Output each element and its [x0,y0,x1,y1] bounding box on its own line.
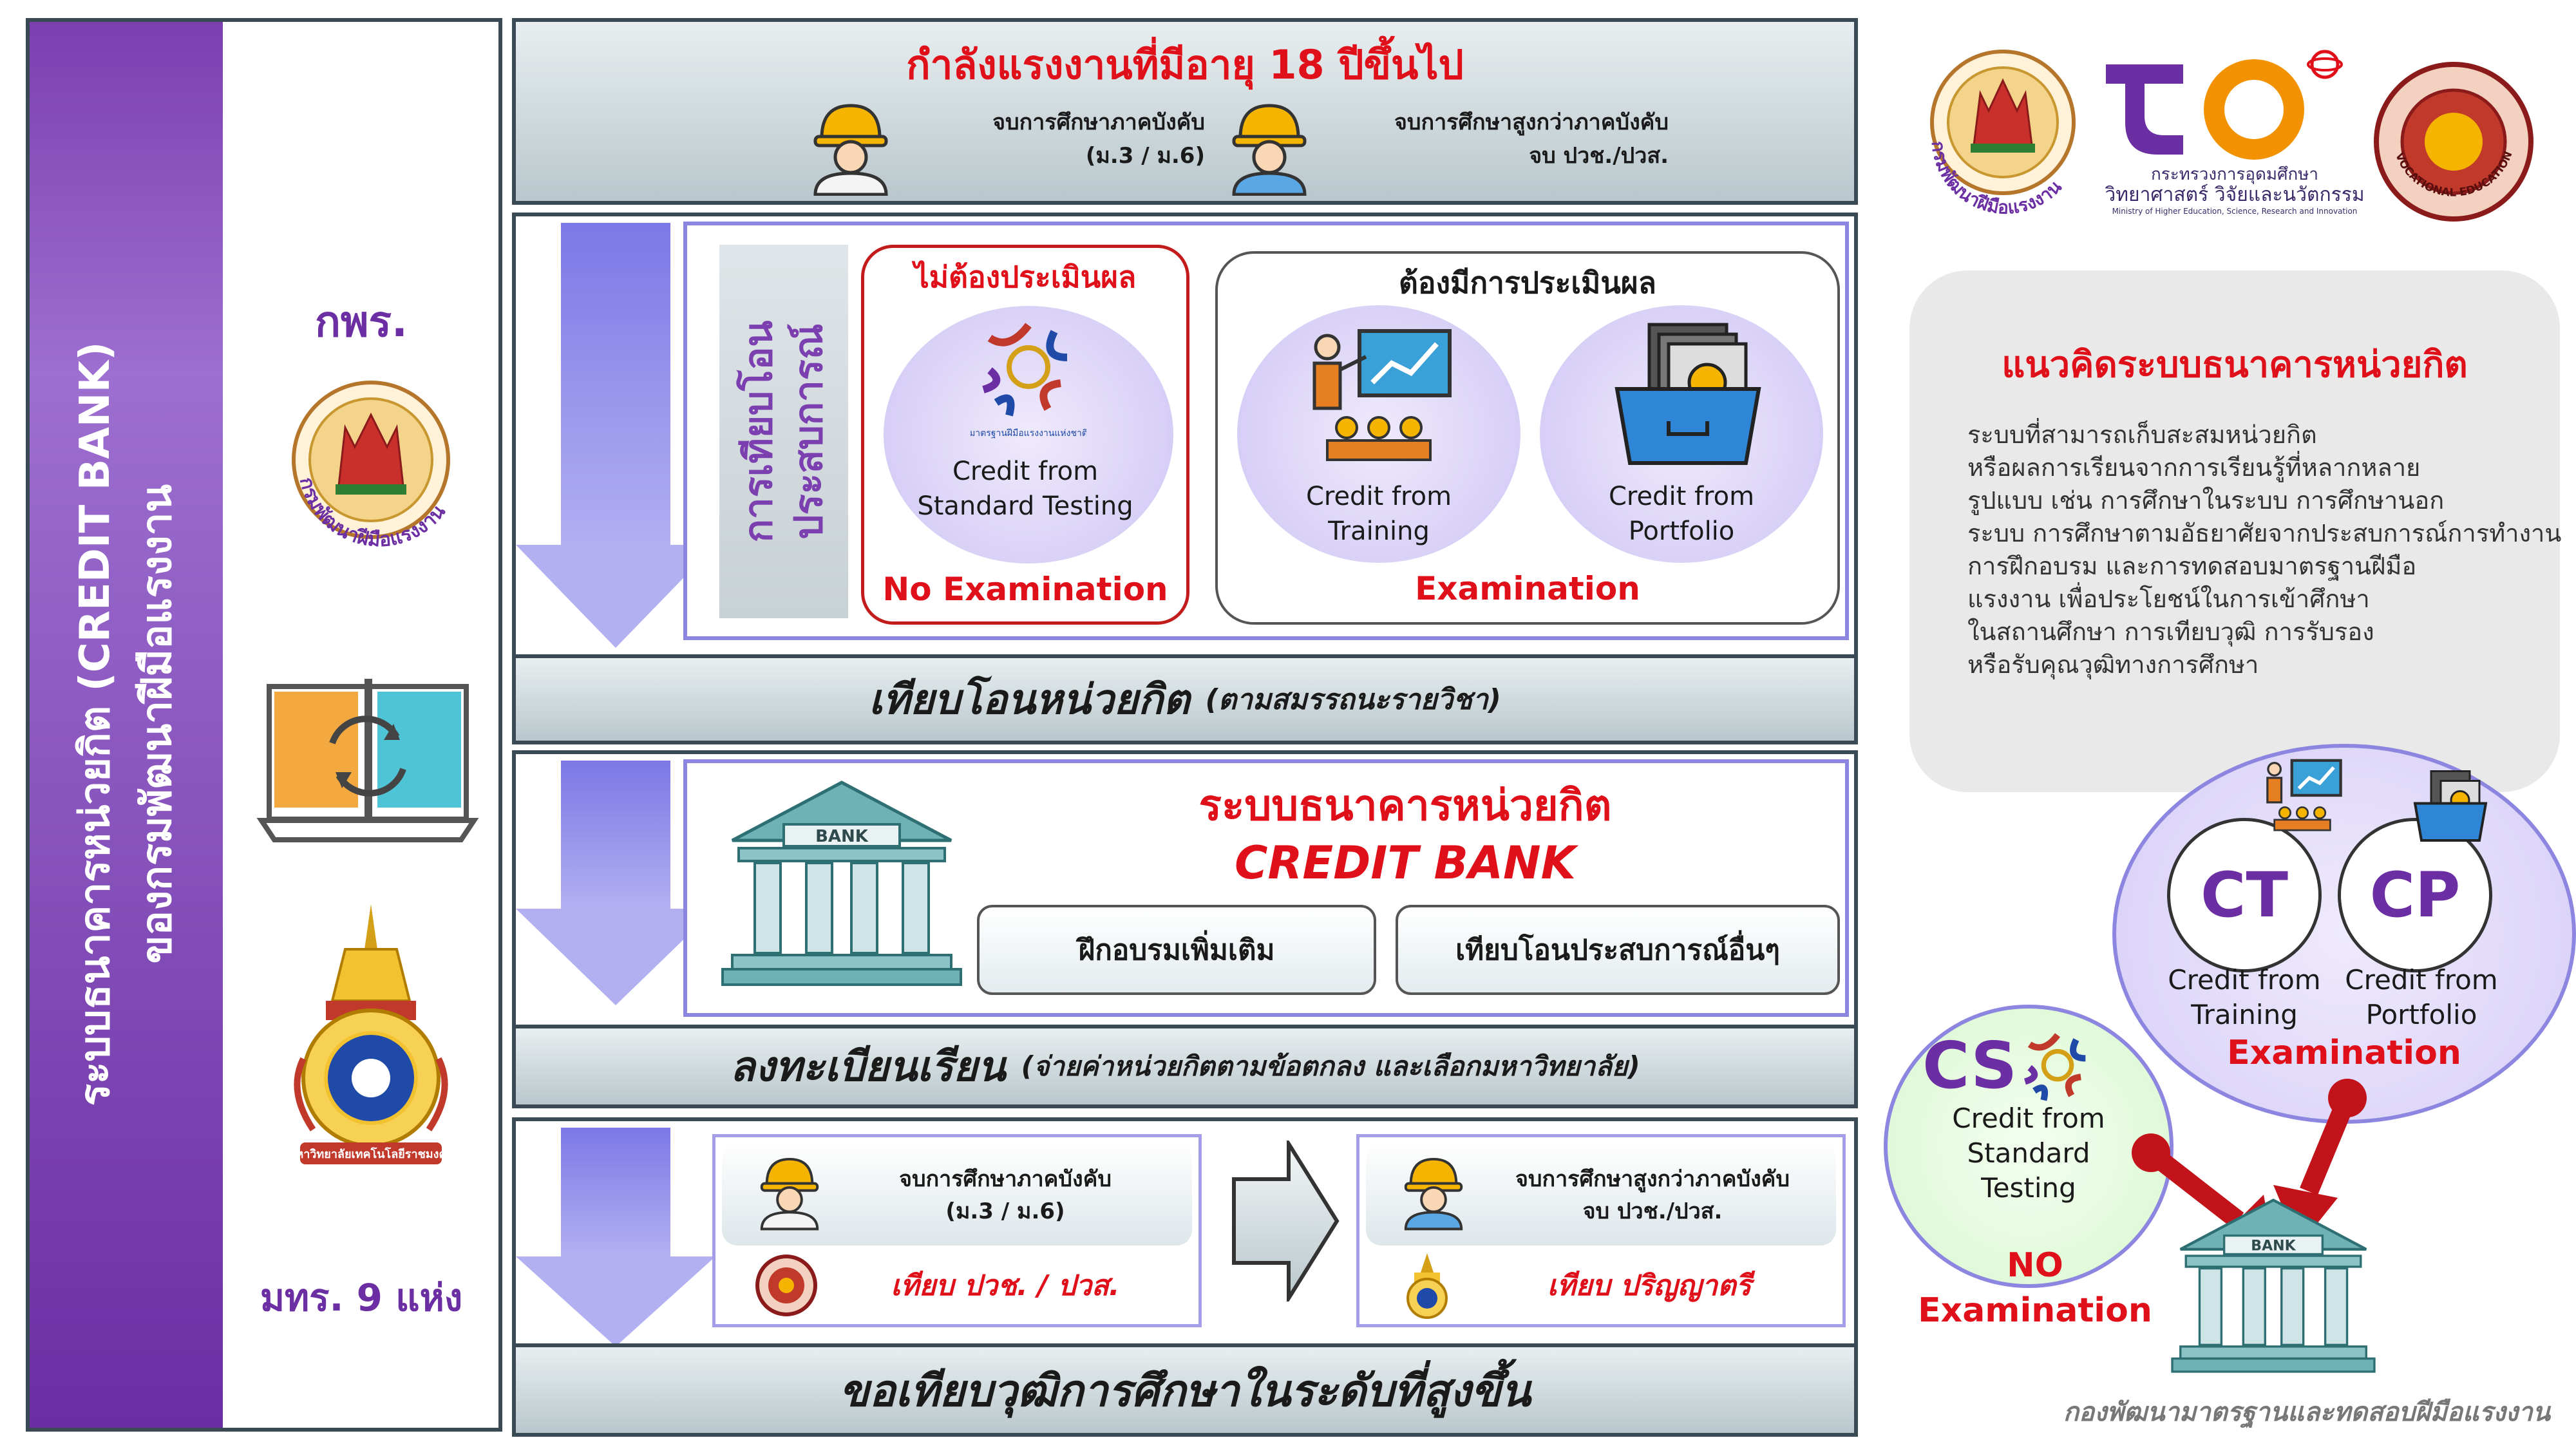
bank-building-icon: BANK [721,781,962,986]
qualification-band: ขอเทียบวุฒิการศึกษาในระดับที่สูงขึ้น [512,1343,1858,1437]
credit-transfer-title: เทียบโอนหน่วยกิต [869,676,1190,724]
credit-training-label: Credit from Training [1305,482,1452,546]
credit-bank-title-en: CREDIT BANK [1235,837,1576,889]
concept-line: แรงงาน เพื่อประโยชน์ในการเข้าศึกษา [1967,585,2370,613]
worker2-text: จบการศึกษาสูงกว่าภาคบังคับ จบ ปวช./ปวส. [1394,109,1669,169]
cs-standard-logo [2023,1033,2086,1101]
additional-training-pill: ฝึกอบรมเพิ่มเติม [977,905,1376,995]
qualification-title: ขอเทียบวุฒิการศึกษาในระดับที่สูงขึ้น [839,1365,1531,1417]
registration-band: ลงทะเบียนเรียน (จ่ายค่าหน่วยกิตตามข้อตกล… [512,1025,1858,1108]
compulsory-education-box: จบการศึกษาภาคบังคับ (ม.3 / ม.6) เทียบ ปว… [712,1134,1202,1327]
section3-down-arrow-icon [516,1256,715,1347]
left-panel: ระบบธนาคารหน่วยกิต (CREDIT BANK) ของกรมพ… [26,18,502,1432]
diagram-examination-label: Examination [2227,1034,2461,1072]
assessment-box: ต้องมีการประเมินผล [1215,251,1840,625]
section1-arrow-shaft [561,223,670,551]
portfolio-folder-icon [1615,323,1761,465]
ct-training-icon [2266,759,2342,831]
cs-label: Credit from Standard Testing [1952,1103,2105,1204]
compulsory-education-text: จบการศึกษาภาคบังคับ (ม.3 / ม.6) [899,1166,1112,1224]
registration-subtitle: (จ่ายค่าหน่วยกิตตามข้อตกลง และเลือกมหาวิ… [1021,1050,1640,1082]
equiv-vocational-label: เทียบ ปวช. / ปวส. [891,1269,1120,1302]
assessment-title: ต้องมีการประเมินผล [1399,265,1656,300]
laptop-sync-icon [256,679,479,842]
svg-text:มหาวิทยาลัยเทคโนโลยีราชมงคล: มหาวิทยาลัยเทคโนโลยีราชมงคล [288,1147,453,1161]
rmut-label: มทร. 9 แห่ง [260,1275,463,1320]
experience-transfer-label-box: การเทียบโอน ประสบการณ์ [719,245,848,618]
concept-body: ระบบที่สามารถเก็บสะสมหน่วยกิตหรือผลการเร… [1967,419,2562,681]
header-band: กำลังแรงงานที่มีอายุ 18 ปีขึ้นไป จบการศึ… [512,18,1858,205]
left-vertical-title: ระบบธนาคารหน่วยกิต (CREDIT BANK) ของกรมพ… [71,341,181,1106]
credit-transfer-band: เทียบโอนหน่วยกิต (ตามสมรรถนะรายวิชา) [512,654,1858,744]
credit-portfolio-label: Credit from Portfolio [1608,482,1755,546]
training-presentation-icon [1312,329,1452,461]
diagram-no-examination-label: NO Examination [1918,1246,2152,1330]
concept-line: รูปแบบ เช่น การศึกษาในระบบ การศึกษานอก [1967,486,2445,515]
footer-text: กองพัฒนามาตรฐานและทดสอบฝีมือแรงงาน [2063,1397,2550,1427]
svg-text:BANK: BANK [815,827,869,846]
worker-yellow-helmet-icon [813,104,888,196]
credit-bank-title-th: ระบบธนาคารหน่วยกิต [1198,780,1612,830]
worker-blue-shirt-icon-small [1404,1157,1463,1231]
small-bank-building-icon: BANK [2171,1198,2376,1373]
dsd-seal-logo: กรมพัฒนาฝีมือแรงงาน [292,381,450,551]
cp-label: Credit from Portfolio [2345,964,2498,1030]
section2-down-arrow-icon [516,909,715,1005]
credit-standard-testing-label: Credit from Standard Testing [917,457,1133,521]
header-title: กำลังแรงงานที่มีอายุ 18 ปีขึ้นไป [906,41,1464,88]
examination-label: Examination [1415,570,1640,607]
concept-line: หรือรับคุณวุฒิทางการศึกษา [1967,650,2259,679]
higher-education-text: จบการศึกษาสูงกว่าภาคบังคับ จบ ปวช./ปวส. [1515,1166,1790,1224]
no-assessment-title: ไม่ต้องประเมินผล [914,259,1137,294]
mhesi-text: กระทรวงการอุดมศึกษา วิทยาศาสตร์ วิจัยและ… [2105,165,2365,216]
registration-title: ลงทะเบียนเรียน [730,1043,1006,1091]
mhesi-logo [2106,50,2343,160]
svg-text:BANK: BANK [2251,1238,2296,1255]
section3-arrow-shaft [561,1128,670,1256]
cp-portfolio-icon [2413,770,2488,842]
dsd-logo-top: กรมพัฒนาฝีมือแรงงาน [1927,50,2076,218]
equiv-bachelor-label: เทียบ ปริญญาตรี [1547,1269,1752,1302]
no-examination-label: No Examination [882,571,1168,608]
concept-line: หรือผลการเรียนจากการเรียนรู้ที่หลากหลาย [1967,453,2421,482]
left-title-strip: ระบบธนาคารหน่วยกิต (CREDIT BANK) ของกรมพ… [30,22,223,1428]
cs-badge: CS [1922,1028,2018,1103]
credit-transfer-subtitle: (ตามสมรรถนะรายวิชา) [1205,683,1501,716]
section2-panel: BANK ระบบธนาคารหน่วยกิต CREDIT BANK ฝึกอ… [512,750,1858,1108]
standard-testing-logo: มาตรฐานฝีมือแรงงานแห่งชาติ [971,323,1086,439]
section2-inner-box: BANK ระบบธนาคารหน่วยกิต CREDIT BANK ฝึกอ… [683,759,1849,1017]
rmut-seal-logo: มหาวิทยาลัยเทคโนโลยีราชมงคล [288,904,454,1164]
rmut-seal-small-icon [1406,1253,1448,1319]
ct-label: Credit from Training [2168,964,2321,1030]
concept-line: การฝึกอบรม และการทดสอบมาตรฐานฝีมือ [1967,552,2417,580]
concept-line: ระบบที่สามารถเก็บสะสมหน่วยกิต [1967,421,2317,449]
section1-down-arrow-icon [516,545,715,648]
section1-inner-box: การเทียบโอน ประสบการณ์ ไม่ต้องประเมินผล … [683,222,1849,640]
concept-box: แนวคิดระบบธนาคารหน่วยกิต ระบบที่สามารถเก… [1909,270,2562,792]
right-arrow-icon [1232,1141,1340,1302]
section1-panel: การเทียบโอน ประสบการณ์ ไม่ต้องประเมินผล … [512,213,1858,744]
cs-circle [1884,1005,2174,1288]
ovec-seal-small-icon [755,1255,817,1316]
concept-title: แนวคิดระบบธนาคารหน่วยกิต [2002,343,2468,386]
ct-badge: CT [2167,818,2322,972]
dsd-abbr: กพร. [315,296,408,346]
cp-badge: CP [2338,818,2492,972]
concept-line: ในสถานศึกษา การเทียบวุฒิ การรับรอง [1967,618,2374,646]
experience-transfer-label: การเทียบโอน ประสบการณ์ [736,320,831,543]
no-assessment-box: ไม่ต้องประเมินผล มาตรฐานฝีมือแรงงานแห่งช… [861,245,1189,625]
worker-blue-shirt-icon [1232,104,1307,196]
section3-panel: จบการศึกษาภาคบังคับ (ม.3 / ม.6) เทียบ ปว… [512,1117,1858,1437]
worker-yellow-helmet-icon-small [760,1157,819,1231]
svg-text:มาตรฐานฝีมือแรงงานแห่งชาติ: มาตรฐานฝีมือแรงงานแห่งชาติ [971,428,1086,439]
ovec-logo: VOCATIONAL EDUCATION COMMISSION [2370,58,2533,222]
red-arrow-head-right [2273,1185,2338,1246]
concept-line: ระบบ การศึกษาตามอัธยาศัยจากประสบการณ์การ… [1967,519,2562,547]
worker1-text: จบการศึกษาภาคบังคับ (ม.3 / ม.6) [992,109,1205,169]
higher-education-box: จบการศึกษาสูงกว่าภาคบังคับ จบ ปวช./ปวส. … [1356,1134,1846,1327]
section2-arrow-shaft [561,761,670,909]
other-experience-pill: เทียบโอนประสบการณ์อื่นๆ [1396,905,1840,995]
